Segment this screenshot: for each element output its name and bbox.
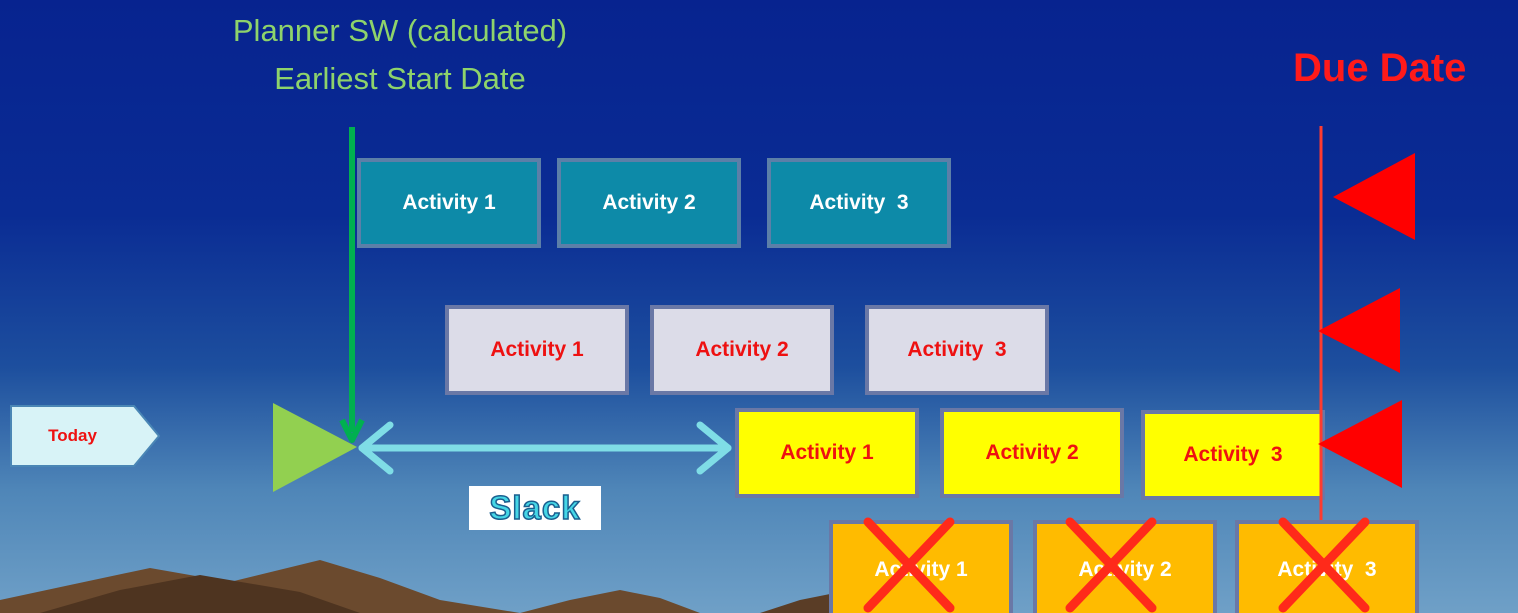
earliest-start-title-line1: Planner SW (calculated) — [232, 13, 568, 48]
cross-2-icon — [1065, 517, 1157, 613]
row3-activity-3: Activity 3 — [1141, 410, 1325, 500]
due-flag-triangle-3 — [1318, 400, 1402, 488]
today-marker: Today — [10, 405, 160, 467]
cross-1-icon — [863, 517, 955, 613]
cross-3-icon — [1278, 517, 1370, 613]
row1-activity-1: Activity 1 — [357, 158, 541, 248]
due-date-label: Due Date — [1293, 46, 1467, 90]
earliest-start-title-line2: Earliest Start Date — [274, 61, 526, 96]
row2-activity-2: Activity 2 — [650, 305, 834, 395]
today-arrow-shape — [10, 405, 160, 467]
row3-activity-2: Activity 2 — [940, 408, 1124, 498]
row4-activity-2: Activity 2 — [1033, 520, 1217, 613]
row3-activity-1: Activity 1 — [735, 408, 919, 498]
row1-activity-2: Activity 2 — [557, 158, 741, 248]
row1-activity-3: Activity 3 — [767, 158, 951, 248]
row2-activity-1: Activity 1 — [445, 305, 629, 395]
today-label: Today — [48, 426, 97, 445]
due-flag-triangle-2 — [1318, 288, 1400, 373]
due-flag-triangle-1 — [1333, 153, 1415, 240]
row4-activity-1: Activity 1 — [829, 520, 1013, 613]
earliest-start-arrow — [339, 127, 365, 443]
start-triangle — [273, 403, 357, 492]
row2-activity-3: Activity 3 — [865, 305, 1049, 395]
slack-double-arrow — [358, 421, 732, 475]
slack-label: Slack — [469, 486, 601, 530]
